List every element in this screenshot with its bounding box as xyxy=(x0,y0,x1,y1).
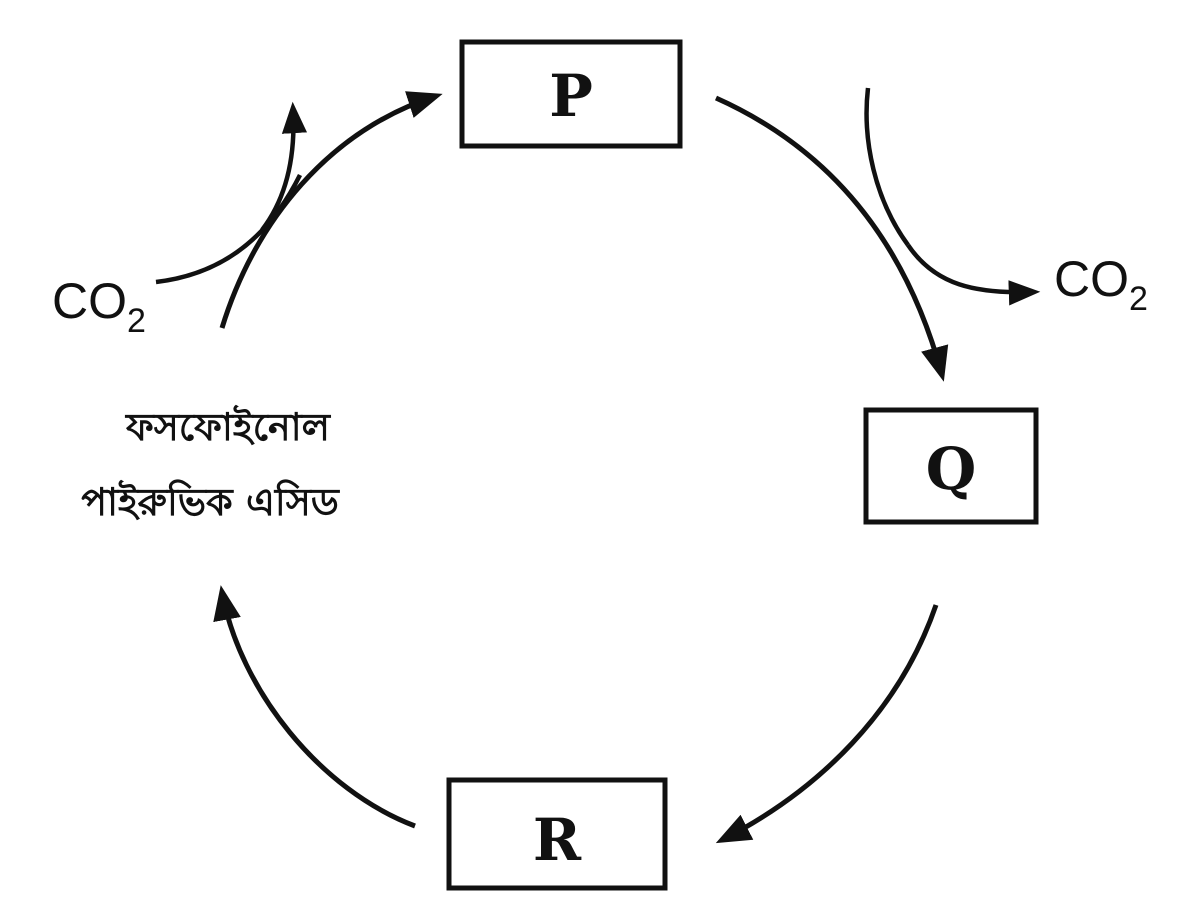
node-r: R xyxy=(446,777,668,891)
side-label-line1: ফসফোইনোল xyxy=(124,404,332,449)
node-q-box xyxy=(863,407,1039,525)
arrow-side-to-p xyxy=(219,91,443,329)
co2-left-curve xyxy=(155,173,303,285)
co2-right-label: CO2 xyxy=(1054,251,1148,318)
left-branch-arrow xyxy=(260,101,308,232)
node-p-label: P xyxy=(549,62,593,130)
node-p: P xyxy=(459,39,683,149)
node-p-box xyxy=(459,39,683,149)
side-label-line2: পাইরুভিক এসিড xyxy=(81,479,341,524)
co2-right-arrow xyxy=(906,243,1041,306)
arrow-p-to-q xyxy=(714,95,949,382)
node-r-box xyxy=(446,777,668,891)
right-branch-curve xyxy=(864,87,910,247)
node-q: Q xyxy=(863,407,1039,525)
arrow-q-to-r xyxy=(715,604,939,844)
arrow-r-to-side xyxy=(213,585,416,829)
node-q-label: Q xyxy=(926,435,977,503)
node-r-label: R xyxy=(533,806,582,874)
co2-left-label: CO2 xyxy=(52,273,146,340)
